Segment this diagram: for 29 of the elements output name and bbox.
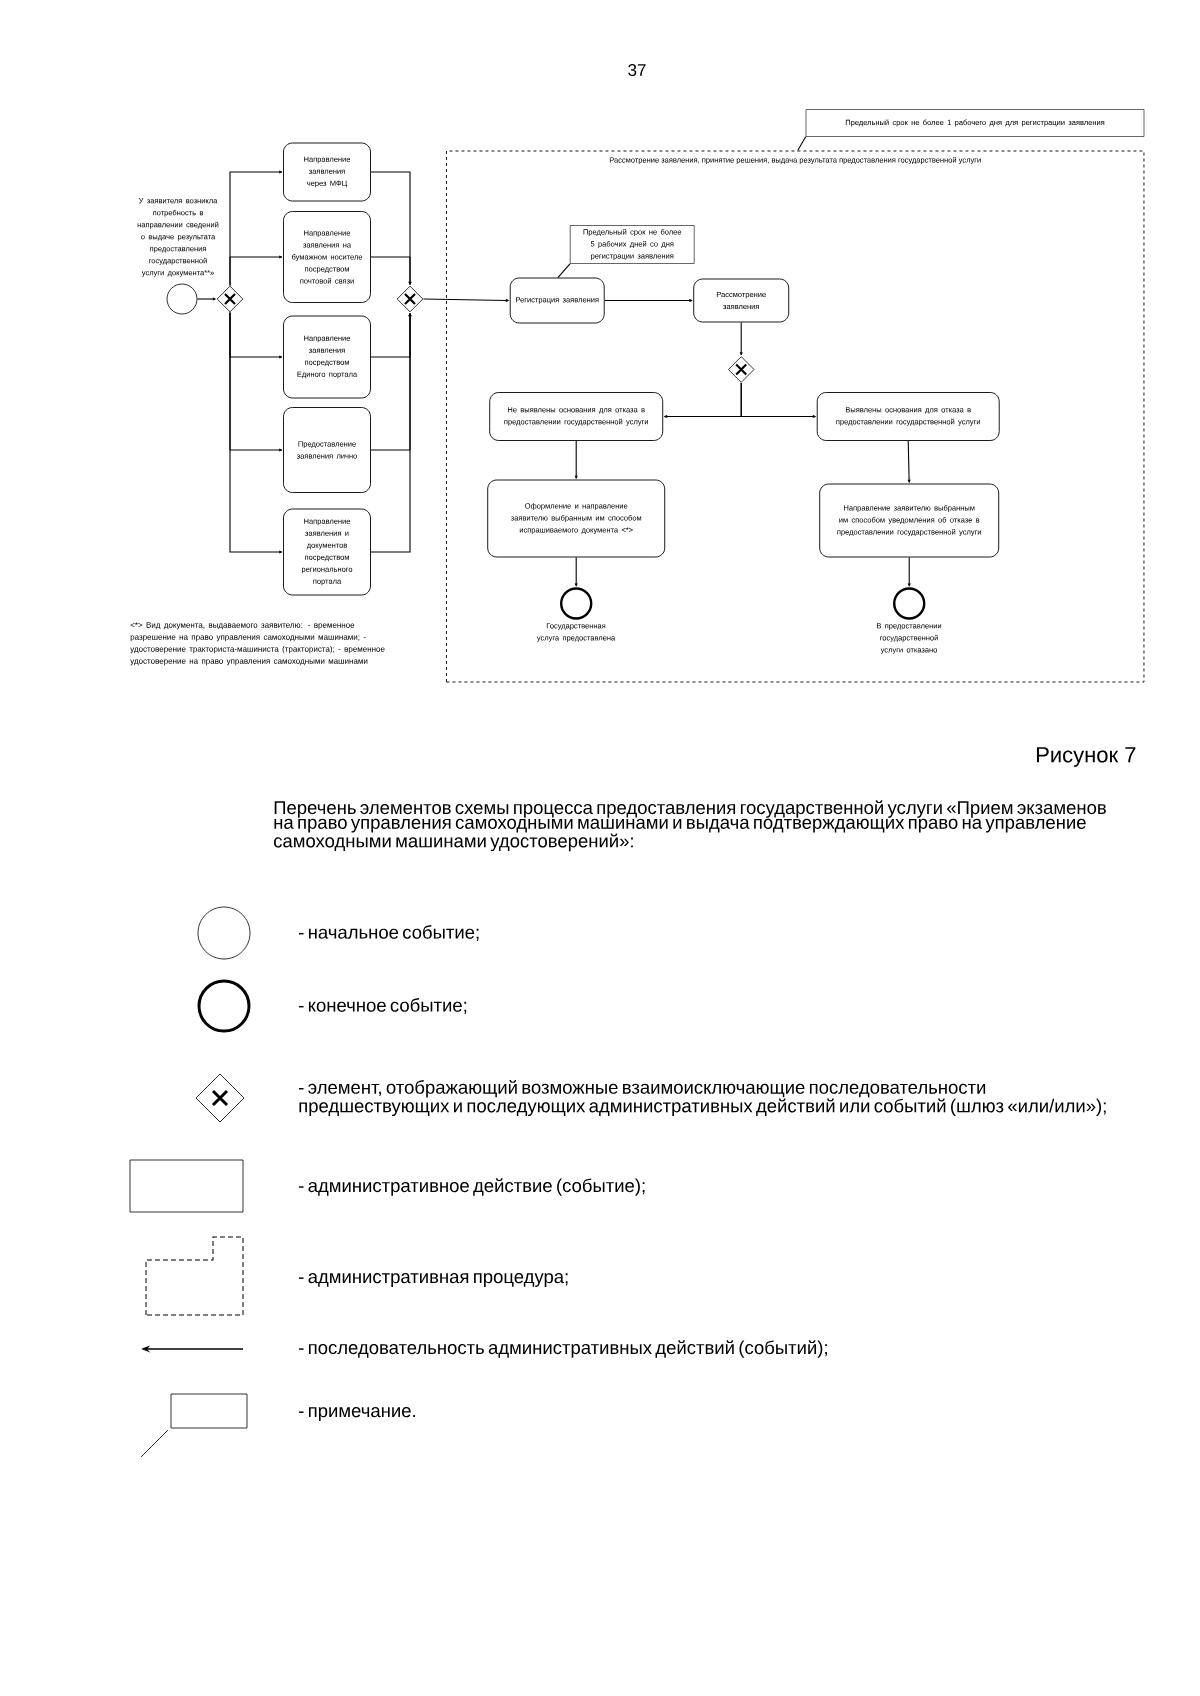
gateway-diamond [216,285,244,313]
footnote: <*> Вид документа, выдаваемого заявителю: - временное разрешение на право управления самоходными машинами; - удостоверение тракториста-машиниста (тракториста); - временное удостоверение на право управления самоходными машинами [130,622,385,666]
arrow [370,256,412,285]
leader-line [557,263,571,279]
leader-line [797,136,807,152]
legend-text: - последовательность административных действий (событий); [299,1340,827,1358]
legend-text: - начальное событие; [299,925,479,941]
legend-text: - примечание. [299,1407,415,1421]
legend-text: - административная процедура; [299,1273,568,1287]
description-text: Перечень элементов схемы процесса предоставления государственной услуги «Прием экзаменов на право управления самоходными машинами и выдача подтверждающих право на управление самоходными машинами удостоверений»: [274,800,1106,852]
figure-caption: Рисунок 7 [1036,747,1136,767]
arrow [574,556,578,587]
arrow [229,311,283,554]
arrow [907,556,911,587]
arrow [739,321,743,356]
gateway-diamond [727,356,755,383]
arrow [574,440,578,479]
arrow [370,313,412,553]
legend-text: - административное действие (событие); [299,1178,645,1196]
arrow [740,382,817,418]
arrow [229,255,283,287]
arrow [196,297,216,301]
arrow [907,440,911,483]
page-number: 37 [628,64,646,77]
legend-text: - конечное событие; [299,998,467,1014]
arrow [422,298,510,302]
gateway-diamond [396,285,424,313]
arrow [604,299,693,302]
legend-text: - элемент, отображающий возможные взаимоисключающие последовательности предшествующих и последующих административных действий или событий (шлюз «или/или»); [299,1079,1106,1117]
